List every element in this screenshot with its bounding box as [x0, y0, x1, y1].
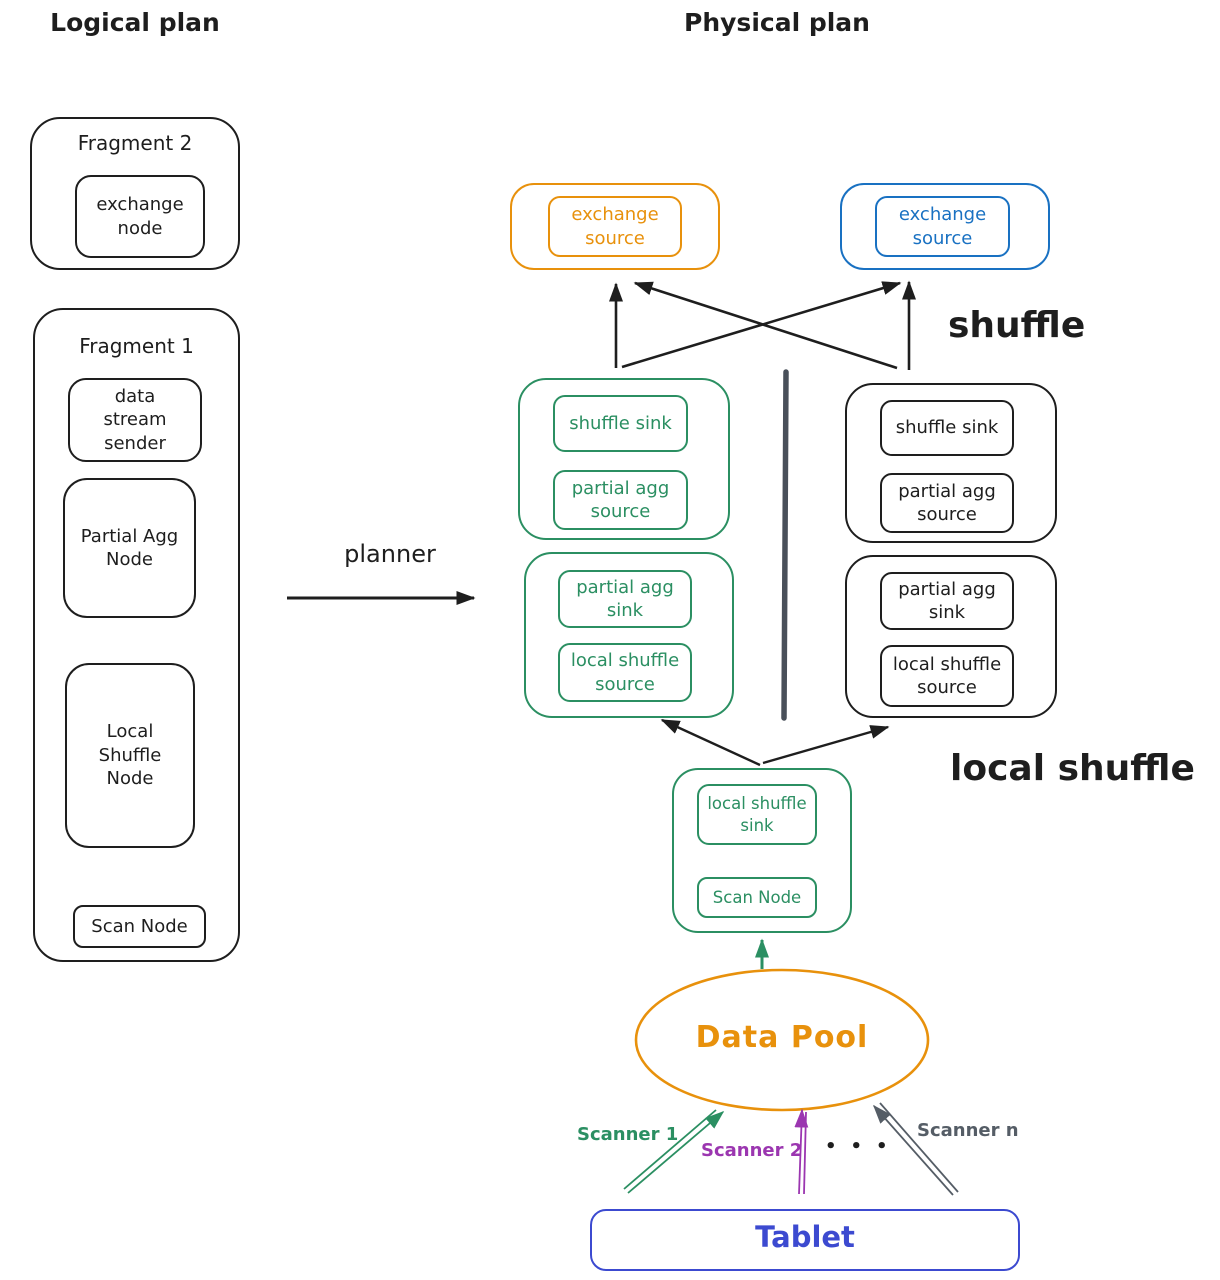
scanner1-label: Scanner 1 — [577, 1124, 679, 1145]
local-shuffle-label: local shuffle — [950, 748, 1195, 789]
shuffle-label: shuffle — [948, 305, 1086, 346]
exchange-source-blue-box — [840, 183, 1050, 270]
scanner1-arrow — [627, 1111, 725, 1194]
worker1-bottom-box — [524, 552, 734, 718]
exchange-source-blue: exchange source — [875, 196, 1010, 257]
logical-plan-title: Logical plan — [50, 8, 220, 37]
tablet-box — [590, 1209, 1020, 1271]
scan-unit-box — [672, 768, 852, 933]
data-stream-sender-node: data stream sender — [68, 378, 202, 462]
worker2-bottom-box — [845, 555, 1057, 718]
scanner1-arrow-line2 — [623, 1109, 717, 1190]
fragment1-label: Fragment 1 — [79, 334, 194, 358]
partial-agg-node: Partial Agg Node — [63, 478, 196, 618]
scanner-n-arrow-line2 — [879, 1102, 959, 1193]
arrow-scanunit-to-right — [762, 725, 890, 765]
worker1-partial-agg-source: partial agg source — [553, 470, 688, 530]
worker2-partial-agg-sink: partial agg sink — [880, 572, 1014, 630]
exchange-source-orange: exchange source — [548, 196, 682, 257]
scanner-n-arrow — [873, 1104, 954, 1196]
arrow-scanunit-to-left — [660, 718, 761, 767]
fragment2-box — [30, 117, 240, 270]
exchange-source-orange-box — [510, 183, 720, 270]
scanner2-label: Scanner 2 — [701, 1140, 803, 1161]
worker1-partial-agg-sink: partial agg sink — [558, 570, 692, 628]
scanner2-arrow-line2 — [803, 1111, 807, 1195]
data-pool-label: Data Pool — [695, 1020, 869, 1055]
local-shuffle-node: Local Shuffle Node — [65, 663, 195, 848]
scanner2-arrow — [794, 1108, 809, 1195]
data-pool-ellipse — [634, 968, 930, 1112]
planner-label: planner — [344, 540, 436, 568]
worker2-partial-agg-source: partial agg source — [880, 473, 1014, 533]
worker-divider — [781, 369, 789, 721]
scanner-n-label: Scanner n — [917, 1120, 1019, 1141]
worker2-shuffle-sink: shuffle sink — [880, 400, 1014, 456]
local-shuffle-sink: local shuffle sink — [697, 784, 817, 845]
scanner-dots: ••• — [825, 1136, 902, 1157]
worker1-local-shuffle-source: local shuffle source — [558, 643, 692, 702]
worker1-top-box — [518, 378, 730, 540]
worker2-local-shuffle-source: local shuffle source — [880, 645, 1014, 707]
exchange-node: exchange node — [75, 175, 205, 258]
fragment2-label: Fragment 2 — [77, 131, 193, 155]
arrow-right-sink-to-orange — [633, 281, 898, 370]
worker2-top-box — [845, 383, 1057, 543]
scan-node-physical: Scan Node — [697, 877, 817, 918]
tablet-label: Tablet — [755, 1220, 855, 1254]
physical-plan-title: Physical plan — [684, 8, 870, 37]
fragment1-box — [33, 308, 240, 962]
scan-node-logical: Scan Node — [73, 905, 206, 948]
worker1-shuffle-sink: shuffle sink — [553, 395, 688, 452]
